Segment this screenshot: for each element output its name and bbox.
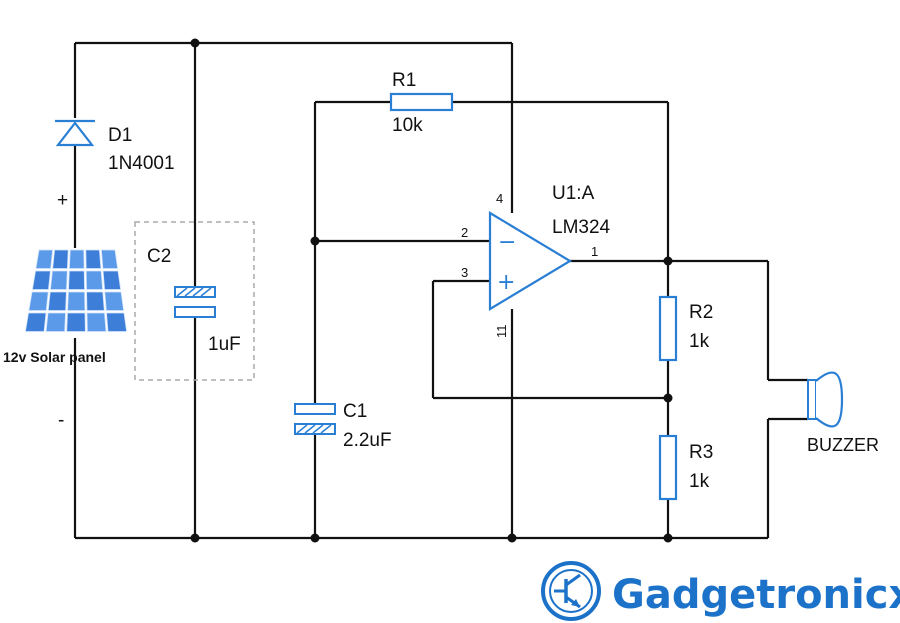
solar-cell xyxy=(68,249,85,269)
solar-cell xyxy=(31,270,51,290)
pin-11-label: 11 xyxy=(494,325,509,339)
solar-cell xyxy=(66,312,86,332)
junction-dot xyxy=(663,256,673,266)
r1-value: 10k xyxy=(392,115,423,136)
pin-4-label: 4 xyxy=(496,191,503,206)
u1-ref: U1:A xyxy=(552,183,595,204)
solar-panel: + 12v Solar panel - xyxy=(3,190,132,431)
pin-2-label: 2 xyxy=(461,225,468,240)
junction-dot xyxy=(310,533,320,543)
d1-value: 1N4001 xyxy=(108,153,175,174)
d1-ref: D1 xyxy=(108,125,132,146)
logo-text: Gadgetronicx xyxy=(612,572,900,618)
diode-d1: D1 1N4001 xyxy=(55,119,175,174)
transistor-logo-icon xyxy=(541,561,601,621)
junction-dot xyxy=(190,38,200,48)
solar-cell xyxy=(85,270,104,290)
solar-cell xyxy=(45,312,66,332)
solar-cell xyxy=(86,312,107,332)
resistor-r3: R3 1k xyxy=(658,434,713,501)
junction-dot xyxy=(190,533,200,543)
gadgetronicx-logo: Gadgetronicx xyxy=(541,561,900,621)
capacitor-c1: C1 2.2uF xyxy=(294,401,392,451)
c2-value: 1uF xyxy=(208,334,241,355)
pin-1-label: 1 xyxy=(591,244,598,259)
junction-dot xyxy=(507,533,517,543)
pin-3-label: 3 xyxy=(461,265,468,280)
r2-ref: R2 xyxy=(689,302,713,323)
solar-cell xyxy=(47,291,67,311)
solar-label: 12v Solar panel xyxy=(3,349,106,365)
c1-ref: C1 xyxy=(343,401,367,422)
c1-value: 2.2uF xyxy=(343,430,392,451)
resistor-r1: R1 10k xyxy=(389,70,454,136)
solar-cell xyxy=(67,291,86,311)
resistor-r2: R2 1k xyxy=(658,295,713,362)
opamp-plus-sign: + xyxy=(497,270,515,295)
buzzer-label: BUZZER xyxy=(807,435,879,455)
solar-cell xyxy=(102,270,122,290)
solar-cell xyxy=(24,312,47,332)
solar-cell xyxy=(28,291,49,311)
r2-value: 1k xyxy=(689,331,710,352)
solar-cell xyxy=(68,270,85,290)
solar-cell xyxy=(50,270,68,290)
solar-cell xyxy=(104,291,125,311)
junction-dot xyxy=(663,393,673,403)
solar-plus: + xyxy=(57,190,68,211)
solar-cell xyxy=(86,291,105,311)
r3-value: 1k xyxy=(689,471,710,492)
buzzer: BUZZER xyxy=(807,371,879,455)
r1-ref: R1 xyxy=(392,70,416,91)
capacitor-c2: C2 1uF xyxy=(134,221,255,381)
junction-dots xyxy=(190,38,673,543)
junction-dot xyxy=(310,236,320,246)
solar-panel-icon xyxy=(24,249,128,332)
solar-minus: - xyxy=(58,410,64,431)
opamp-u1a: − + U1:A LM324 4 2 3 1 11 xyxy=(461,183,611,338)
c2-dashed-box xyxy=(134,221,255,381)
solar-cell xyxy=(106,312,128,332)
u1-value: LM324 xyxy=(552,217,611,238)
r3-ref: R3 xyxy=(689,442,713,463)
junction-dot xyxy=(663,533,673,543)
solar-cell xyxy=(85,249,102,269)
solar-cell xyxy=(100,249,119,269)
solar-cell xyxy=(52,249,69,269)
c2-ref: C2 xyxy=(147,246,171,267)
opamp-minus-sign: − xyxy=(498,230,516,255)
solar-cell xyxy=(35,249,54,269)
